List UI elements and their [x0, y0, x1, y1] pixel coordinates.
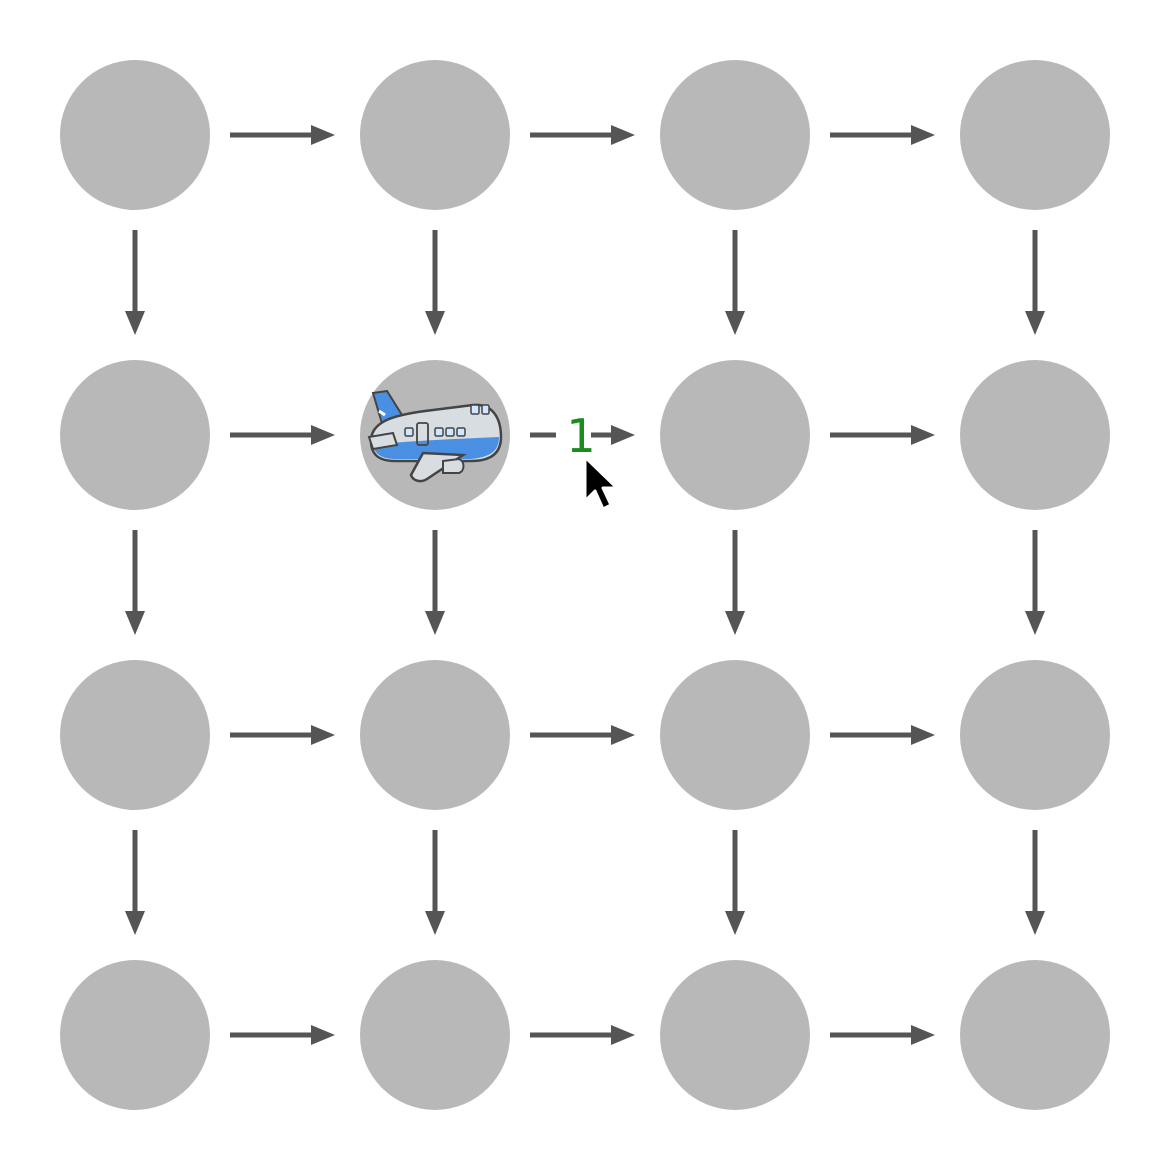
edge-r1c0-r1c1 — [230, 425, 335, 445]
node-r0c3[interactable] — [960, 60, 1110, 210]
edge-r1c1-r1c2 — [530, 425, 635, 445]
edge-r2c1-r2c2 — [530, 725, 635, 745]
edge-r0c2-r1c2 — [725, 230, 745, 335]
node-r2c1[interactable] — [360, 660, 510, 810]
edge-r0c0-r0c1 — [230, 125, 335, 145]
airplane-icon — [367, 389, 503, 483]
edge-weight-label: 1 — [566, 409, 595, 463]
node-r2c0[interactable] — [60, 660, 210, 810]
node-r2c3[interactable] — [960, 660, 1110, 810]
edge-r0c1-r0c2 — [530, 125, 635, 145]
cursor-layer — [583, 455, 619, 511]
nodes-layer — [60, 60, 1110, 1110]
edges-layer — [125, 125, 1045, 1045]
edge-r1c3-r2c3 — [1025, 530, 1045, 635]
edge-r3c0-r3c1 — [230, 1025, 335, 1045]
edge-r2c2-r2c3 — [830, 725, 935, 745]
node-r3c3[interactable] — [960, 960, 1110, 1110]
edge-r2c2-r3c2 — [725, 830, 745, 935]
edge-r1c1-r2c1 — [425, 530, 445, 635]
mouse-pointer-icon — [583, 455, 619, 511]
edge-r2c0-r2c1 — [230, 725, 335, 745]
node-r3c0[interactable] — [60, 960, 210, 1110]
player-layer — [367, 389, 503, 483]
node-r3c2[interactable] — [660, 960, 810, 1110]
edge-r0c0-r1c0 — [125, 230, 145, 335]
node-r0c0[interactable] — [60, 60, 210, 210]
edge-r0c2-r0c3 — [830, 125, 935, 145]
node-r2c2[interactable] — [660, 660, 810, 810]
edge-r1c2-r1c3 — [830, 425, 935, 445]
node-r1c3[interactable] — [960, 360, 1110, 510]
node-r3c1[interactable] — [360, 960, 510, 1110]
edge-r2c0-r3c0 — [125, 830, 145, 935]
edge-r1c2-r2c2 — [725, 530, 745, 635]
edge-r3c2-r3c3 — [830, 1025, 935, 1045]
edge-r3c1-r3c2 — [530, 1025, 635, 1045]
edge-r1c0-r2c0 — [125, 530, 145, 635]
edge-r2c1-r3c1 — [425, 830, 445, 935]
edge-r2c3-r3c3 — [1025, 830, 1045, 935]
edge-labels-layer: 1 — [566, 409, 595, 463]
node-r1c0[interactable] — [60, 360, 210, 510]
node-r0c2[interactable] — [660, 60, 810, 210]
node-r0c1[interactable] — [360, 60, 510, 210]
edge-r0c1-r1c1 — [425, 230, 445, 335]
edge-r0c3-r1c3 — [1025, 230, 1045, 335]
node-r1c2[interactable] — [660, 360, 810, 510]
